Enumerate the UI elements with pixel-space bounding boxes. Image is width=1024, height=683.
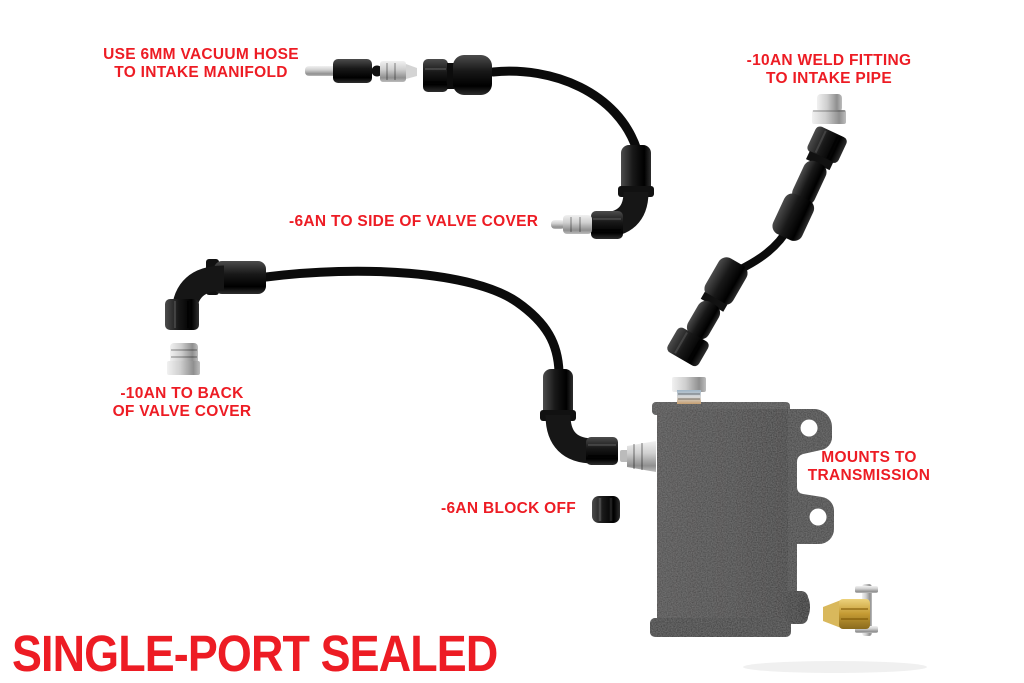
annotation-line: USE 6MM VACUUM HOSE (103, 46, 299, 63)
annotation-line: -6AN BLOCK OFF (441, 500, 577, 517)
6an-valve-cover-fitting (551, 215, 592, 234)
elbow-45-lower (667, 257, 748, 367)
can-body (657, 409, 788, 626)
vacuum-hose-barb-fitting (305, 59, 383, 83)
weld-fitting-10an-intake (812, 94, 846, 124)
can-top-port (672, 377, 706, 404)
straight-hose-end (423, 55, 492, 95)
elbow-90-fitting-left (165, 259, 266, 330)
annotation-line: MOUNTS TO (821, 449, 917, 466)
can-side-port (620, 441, 656, 472)
annotation-line: OF VALVE COVER (112, 402, 252, 420)
annotation-block-off: -6AN BLOCK OFF (441, 500, 576, 518)
elbow-90-fitting-can (540, 369, 618, 465)
annotation-weld-fitting: -10AN WELD FITTING TO INTAKE PIPE (738, 52, 920, 87)
elbow-45-upper (772, 126, 847, 241)
annotation-line: TRANSMISSION (807, 466, 931, 484)
can-bottom-lip (650, 618, 791, 637)
annotation-side-valve-cover: -6AN TO SIDE OF VALVE COVER (289, 213, 538, 231)
hose-main-to-can (261, 266, 564, 377)
weld-fitting-10an-back (167, 343, 200, 375)
silver-adapter-fitting (380, 61, 417, 82)
elbow-90-fitting-top (591, 145, 654, 239)
annotation-line: -10AN TO BACK (120, 385, 244, 402)
floor-shadow (743, 661, 927, 673)
block-off-cap (592, 496, 620, 523)
mounting-bracket (788, 408, 835, 604)
annotation-line: -6AN TO SIDE OF VALVE COVER (289, 213, 539, 230)
catch-can (650, 402, 835, 637)
annotation-line: TO INTAKE PIPE (766, 69, 892, 87)
page-title: SINGLE-PORT SEALED (12, 625, 498, 682)
annotation-vacuum-hose: USE 6MM VACUUM HOSE TO INTAKE MANIFOLD (97, 46, 305, 81)
hose-intake-manifold (488, 66, 642, 155)
annotation-mounts-transmission: MOUNTS TO TRANSMISSION (798, 449, 940, 484)
annotation-line: TO INTAKE MANIFOLD (114, 63, 288, 81)
brass-drain-valve (823, 584, 878, 636)
annotation-line: -10AN WELD FITTING (746, 52, 912, 69)
annotation-back-valve-cover: -10AN TO BACK OF VALVE COVER (93, 385, 271, 420)
